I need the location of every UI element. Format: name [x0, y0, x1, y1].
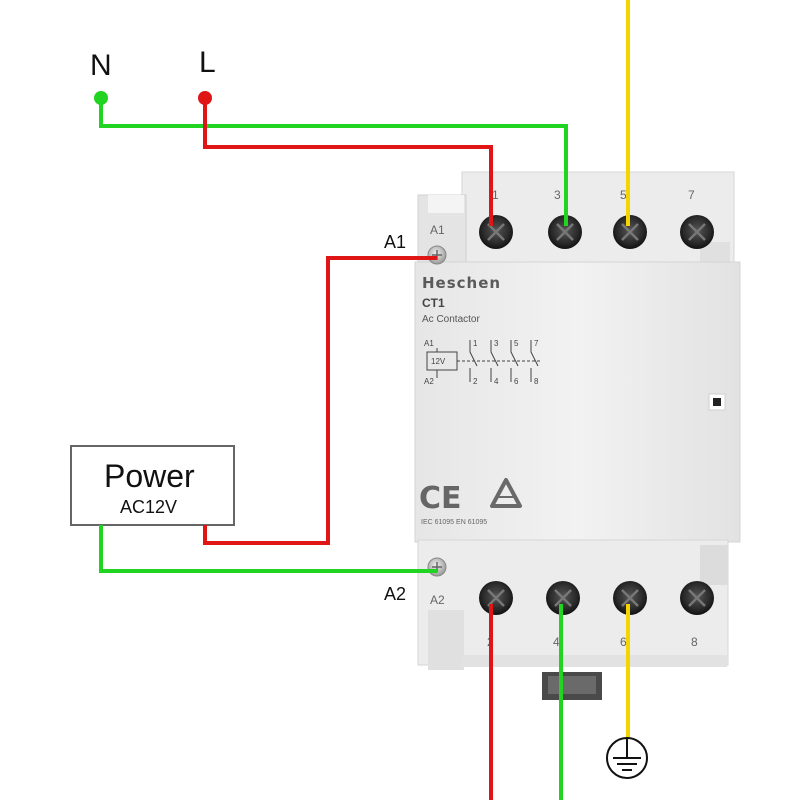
top-terminal-number-3: 3: [554, 188, 561, 202]
line-label: L: [199, 46, 216, 79]
screw-terminal-1[interactable]: [479, 215, 513, 249]
screw-terminal-6[interactable]: [613, 581, 647, 615]
schematic-top-5: 5: [514, 339, 519, 348]
a1-label: A1: [384, 232, 406, 252]
schematic-bottom-6: 6: [514, 377, 519, 386]
top-terminals: [479, 215, 714, 249]
standards-text: IEC 61095 EN 61095: [421, 519, 487, 526]
bottom-terminal-number-8: 8: [691, 635, 698, 649]
coil-terminal-label-a1: A1: [430, 223, 445, 237]
power-supply-voltage: AC12V: [120, 497, 177, 517]
contactor-body: [414, 171, 741, 700]
coil-voltage: 12V: [431, 357, 446, 366]
neutral-wire: [99, 98, 568, 226]
line-wire: [203, 98, 493, 226]
front-cover: [414, 261, 741, 543]
power-supply: Power AC12V: [70, 445, 235, 526]
device-type: Ac Contactor: [422, 314, 480, 325]
earth-ground-icon: [606, 737, 648, 779]
power-supply-box: [70, 445, 235, 526]
screw-terminal-4[interactable]: [546, 581, 580, 615]
coil-terminal-label-a2: A2: [430, 593, 445, 607]
power-supply-title: Power: [104, 458, 195, 494]
top-terminal-number-7: 7: [688, 188, 695, 202]
ce-mark-icon: CE: [419, 481, 462, 516]
screw-terminal-8[interactable]: [680, 581, 714, 615]
neutral-supply-dot: [94, 91, 108, 105]
brand-name: Heschen: [422, 274, 501, 292]
triangle-mark-icon: [490, 478, 522, 508]
bottom-terminal-number-4: 4: [553, 635, 560, 649]
top-terminal-number-5: 5: [620, 188, 627, 202]
schematic-bottom-8: 8: [534, 377, 539, 386]
bottom-terminals: [479, 581, 714, 615]
schematic-a1-label: A1: [424, 339, 434, 348]
screw-terminal-3[interactable]: [548, 215, 582, 249]
schematic-top-1: 1: [473, 339, 478, 348]
a2-label: A2: [384, 584, 406, 604]
bottom-terminal-number-6: 6: [620, 635, 627, 649]
schematic-bottom-2: 2: [473, 377, 478, 386]
coil-a1-wire: [203, 256, 437, 545]
schematic-a2-label: A2: [424, 377, 434, 386]
schematic-top-7: 7: [534, 339, 539, 348]
coil-screw-a1[interactable]: [427, 245, 447, 265]
schematic-top-3: 3: [494, 339, 499, 348]
coil-a2-wire: [99, 525, 437, 573]
line-supply-dot: [198, 91, 212, 105]
neutral-label: N: [90, 49, 112, 82]
screw-terminal-2[interactable]: [479, 581, 513, 615]
model-name: CT1: [422, 296, 445, 310]
screw-terminal-5[interactable]: [613, 215, 647, 249]
schematic-bottom-4: 4: [494, 377, 499, 386]
top-terminal-number-1: 1: [492, 188, 499, 202]
screw-terminal-7[interactable]: [680, 215, 714, 249]
coil-screw-a2[interactable]: [427, 557, 447, 577]
contact-schematic: A1 A2 12V 1 3 5 7 2 4 6 8: [424, 339, 540, 386]
